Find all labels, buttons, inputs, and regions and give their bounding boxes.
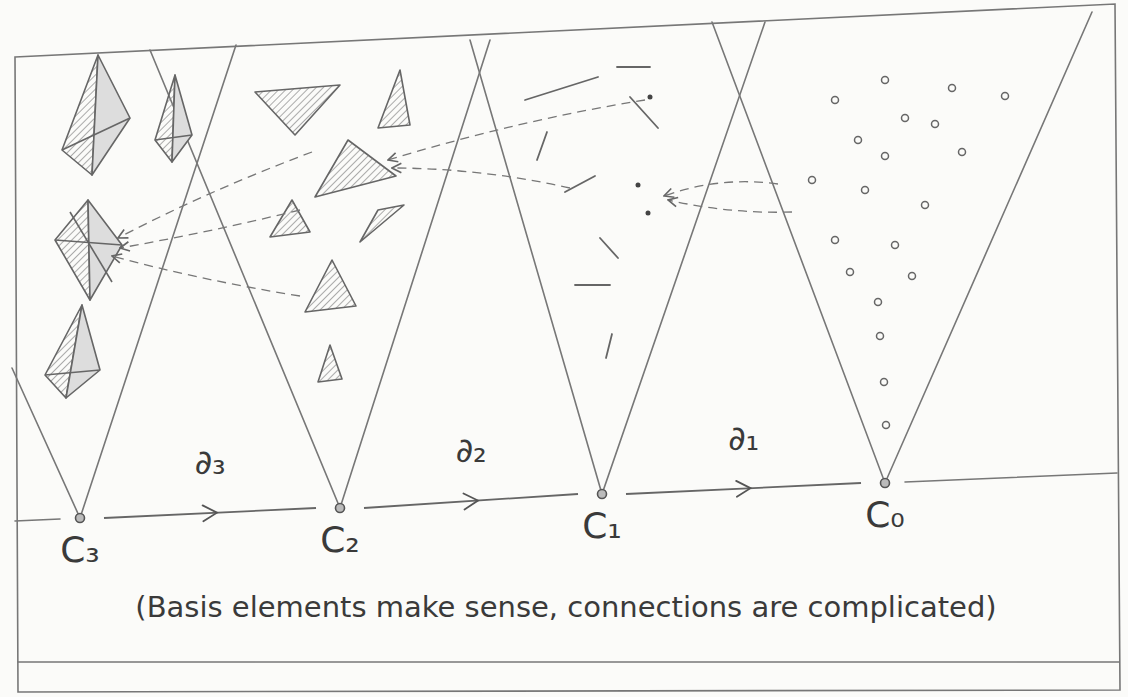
paper-frame xyxy=(15,4,1120,692)
segment-sketch xyxy=(525,77,598,100)
segment-sketch xyxy=(565,176,595,192)
tetrahedron-sketch xyxy=(62,55,130,175)
vertex-dot xyxy=(595,487,609,501)
boundary-arrow xyxy=(388,100,645,160)
cone-outline xyxy=(470,22,765,494)
arrow-head xyxy=(463,493,477,509)
vertex-point xyxy=(832,237,839,244)
vertex-point xyxy=(862,187,869,194)
boundary-map-arrow xyxy=(626,481,861,497)
vertex-dot xyxy=(73,511,87,525)
tetrahedron-sketch xyxy=(155,75,192,162)
vertex-dot xyxy=(333,501,347,515)
boundary-arrow xyxy=(118,152,312,238)
vertex-point xyxy=(648,95,653,100)
boundary-arrow xyxy=(392,168,570,188)
segment-sketch xyxy=(617,66,650,68)
segment-sketch xyxy=(537,132,547,160)
vertex-point xyxy=(809,177,816,184)
chain-group-node: C₁ xyxy=(578,487,626,546)
boundary-map-arrow xyxy=(104,505,316,521)
segment-sketch xyxy=(630,97,658,128)
vertex-point xyxy=(902,115,909,122)
vertex-point xyxy=(847,269,854,276)
triangle-sketch xyxy=(255,85,340,135)
map-label: ∂₂ xyxy=(452,432,489,469)
cone-outline xyxy=(150,40,490,508)
segment-sketch xyxy=(600,238,618,258)
vertex-point xyxy=(881,379,888,386)
vertex-point xyxy=(1002,93,1009,100)
vertex-dot xyxy=(336,504,345,513)
boundary-arrow xyxy=(120,210,300,248)
vertex-point xyxy=(922,202,929,209)
chain-group-label: C₂ xyxy=(320,515,360,560)
chain-group-node: C₃ xyxy=(56,511,104,570)
arrow-head xyxy=(203,505,217,521)
chain-group-label: C₀ xyxy=(865,490,905,535)
vertex-point xyxy=(959,149,966,156)
cone-outline xyxy=(12,45,236,518)
boundary-arrow xyxy=(664,182,778,196)
axis-line xyxy=(905,473,1117,482)
chain-group-node: C₀ xyxy=(861,476,909,535)
triangle-sketch xyxy=(315,140,396,197)
tetrahedron-sketch xyxy=(55,200,122,300)
triangle-sketch xyxy=(378,70,410,128)
vertex-dot xyxy=(598,490,607,499)
vertex-point xyxy=(875,299,882,306)
triangle-sketch xyxy=(318,345,342,382)
vertex-point xyxy=(892,242,899,249)
vertex-point xyxy=(636,183,641,188)
vertex-dot xyxy=(76,514,85,523)
boundary-map-arrow xyxy=(364,493,578,509)
arrow-head xyxy=(736,481,750,497)
caption-text: (Basis elements make sense, connections … xyxy=(133,590,998,625)
vertex-point xyxy=(882,153,889,160)
chain-group-label: C₃ xyxy=(60,525,100,570)
map-label: ∂₃ xyxy=(191,444,228,481)
segment-sketch xyxy=(606,334,612,358)
triangle-sketch xyxy=(305,260,356,312)
segment-sketch xyxy=(575,284,610,286)
boundary-arrow xyxy=(112,256,300,296)
caption-rule xyxy=(18,661,1119,663)
vertex-point xyxy=(883,422,890,429)
vertex-point xyxy=(932,121,939,128)
vertex-point xyxy=(949,85,956,92)
vertex-dot xyxy=(881,479,890,488)
axis-line xyxy=(15,519,60,521)
triangle-sketch xyxy=(270,200,310,237)
vertex-point xyxy=(877,333,884,340)
triangle-sketch xyxy=(360,205,404,242)
vertex-point xyxy=(646,211,651,216)
vertex-point xyxy=(909,273,916,280)
map-label: ∂₁ xyxy=(725,420,762,457)
vertex-point xyxy=(882,77,889,84)
vertex-dot xyxy=(878,476,892,490)
tetrahedron-sketch xyxy=(45,305,100,398)
boundary-arrow xyxy=(668,200,792,212)
vertex-point xyxy=(855,137,862,144)
chain-group-node: C₂ xyxy=(316,501,364,560)
vertex-point xyxy=(832,97,839,104)
cone-outline xyxy=(712,12,1092,483)
chain-group-label: C₁ xyxy=(582,501,622,546)
